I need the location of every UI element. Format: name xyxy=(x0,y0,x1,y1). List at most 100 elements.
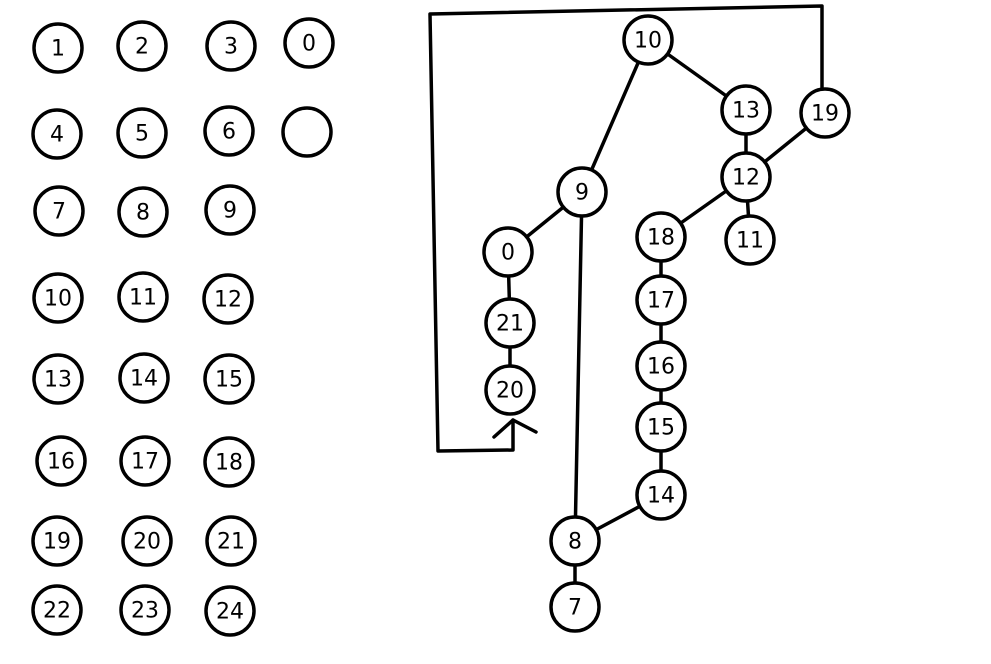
edge-n10-n9 xyxy=(580,38,650,194)
legend-node-7-circle xyxy=(33,185,85,237)
tree-node-15: 15 xyxy=(635,401,687,453)
legend-node-12: 12 xyxy=(202,273,254,325)
legend-node-19-label: 19 xyxy=(43,530,71,555)
tree-node-20-label: 20 xyxy=(496,379,524,404)
legend-node-24-circle xyxy=(204,585,256,637)
tree-node-9: 9 xyxy=(556,166,608,218)
tree-node-11-circle xyxy=(724,214,776,266)
tree-node-21: 21 xyxy=(484,297,536,349)
legend-node-21-label: 21 xyxy=(217,530,245,555)
legend-node-6-circle xyxy=(203,105,255,157)
legend-node-2-circle xyxy=(116,20,168,72)
legend-node-19-circle xyxy=(31,515,83,567)
tree-node-18-circle xyxy=(635,211,687,263)
tree-node-17-label: 17 xyxy=(647,289,675,314)
legend-node-0: 0 xyxy=(283,17,335,69)
edge-n9-n8 xyxy=(573,190,584,543)
legend-node-15-circle xyxy=(203,353,255,405)
tree-node-15-circle xyxy=(635,401,687,453)
legend-node-2-label: 2 xyxy=(135,35,149,60)
legend-node-20-label: 20 xyxy=(133,530,161,555)
tree-node-20-circle xyxy=(484,364,536,416)
tree-node-13-circle xyxy=(720,84,772,136)
legend-node-21: 21 xyxy=(205,515,257,567)
legend-node-3-label: 3 xyxy=(224,35,238,60)
tree-node-12-circle xyxy=(720,151,772,203)
tree-node-12-label: 12 xyxy=(732,166,760,191)
legend-node-12-circle xyxy=(202,273,254,325)
legend-node-13: 13 xyxy=(32,353,84,405)
legend-node-11-label: 11 xyxy=(129,286,157,311)
legend-node-18-label: 18 xyxy=(215,451,243,476)
legend-node-14-label: 14 xyxy=(130,367,158,392)
tree-node-14: 14 xyxy=(635,469,687,521)
legend-node-3-circle xyxy=(205,20,257,72)
legend-node-7: 7 xyxy=(33,185,85,237)
legend-node-9: 9 xyxy=(204,184,256,236)
tree-node-8-circle xyxy=(549,515,601,567)
tree-node-0-label: 0 xyxy=(501,241,515,266)
legend-node-13-label: 13 xyxy=(44,368,72,393)
legend-node-15: 15 xyxy=(203,353,255,405)
tree-node-19-label: 19 xyxy=(811,102,839,127)
legend-node-4-circle xyxy=(31,108,83,160)
legend-node-16: 16 xyxy=(35,435,87,487)
legend-node-11-circle xyxy=(117,271,169,323)
legend-node-16-label: 16 xyxy=(47,450,75,475)
legend-node-20-circle xyxy=(121,515,173,567)
legend-node-23-label: 23 xyxy=(131,599,159,624)
tree-node-17-circle xyxy=(635,274,687,326)
tree-node-11-label: 11 xyxy=(736,229,764,254)
legend-node-21-circle xyxy=(205,515,257,567)
legend-node-6: 6 xyxy=(203,105,255,157)
tree-node-12: 12 xyxy=(720,151,772,203)
legend-node-1-circle xyxy=(32,22,84,74)
legend-node-6-label: 6 xyxy=(222,120,236,145)
legend-node-10-label: 10 xyxy=(44,287,72,312)
legend-node-2: 2 xyxy=(116,20,168,72)
legend-node-14-circle xyxy=(118,352,170,404)
legend-node-17-circle xyxy=(119,435,171,487)
tree-node-7: 7 xyxy=(549,581,601,633)
tree-node-14-circle xyxy=(635,469,687,521)
legend-node-9-circle xyxy=(204,184,256,236)
legend-node-15-label: 15 xyxy=(215,368,243,393)
legend-node-18-circle xyxy=(203,436,255,488)
tree-node-16: 16 xyxy=(635,340,687,392)
legend-node-3: 3 xyxy=(205,20,257,72)
tree-node-14-label: 14 xyxy=(647,484,675,509)
legend-node-23-circle xyxy=(119,584,171,636)
tree-node-7-circle xyxy=(549,581,601,633)
tree-node-21-circle xyxy=(484,297,536,349)
legend-node-4-label: 4 xyxy=(50,123,64,148)
legend-node-0-circle xyxy=(283,17,335,69)
tree-node-15-label: 15 xyxy=(647,416,675,441)
legend-node-24: 24 xyxy=(204,585,256,637)
legend-node-22-label: 22 xyxy=(43,599,71,624)
tree-node-0-circle xyxy=(482,226,534,278)
legend-node-5-circle xyxy=(116,107,168,159)
legend-node-9-label: 9 xyxy=(223,199,237,224)
tree-node-9-label: 9 xyxy=(575,181,589,206)
legend-node-19: 19 xyxy=(31,515,83,567)
legend-node-1-label: 1 xyxy=(51,37,65,62)
tree-node-19-circle xyxy=(799,87,851,139)
tree-node-7-label: 7 xyxy=(568,596,582,621)
tree-node-13-label: 13 xyxy=(732,99,760,124)
tree-node-20: 20 xyxy=(484,364,536,416)
feedback-arrowhead xyxy=(492,418,538,439)
legend-node-11: 11 xyxy=(117,271,169,323)
legend-node-10: 10 xyxy=(32,272,84,324)
legend-node-8-label: 8 xyxy=(136,201,150,226)
tree-node-13: 13 xyxy=(720,84,772,136)
legend-node-18: 18 xyxy=(203,436,255,488)
legend-node-0-label: 0 xyxy=(302,32,316,57)
legend-node-7-label: 7 xyxy=(52,200,66,225)
tree-node-10-circle xyxy=(622,14,674,66)
legend-node-10-circle xyxy=(32,272,84,324)
tree-node-17: 17 xyxy=(635,274,687,326)
tree-node-10-label: 10 xyxy=(634,29,662,54)
